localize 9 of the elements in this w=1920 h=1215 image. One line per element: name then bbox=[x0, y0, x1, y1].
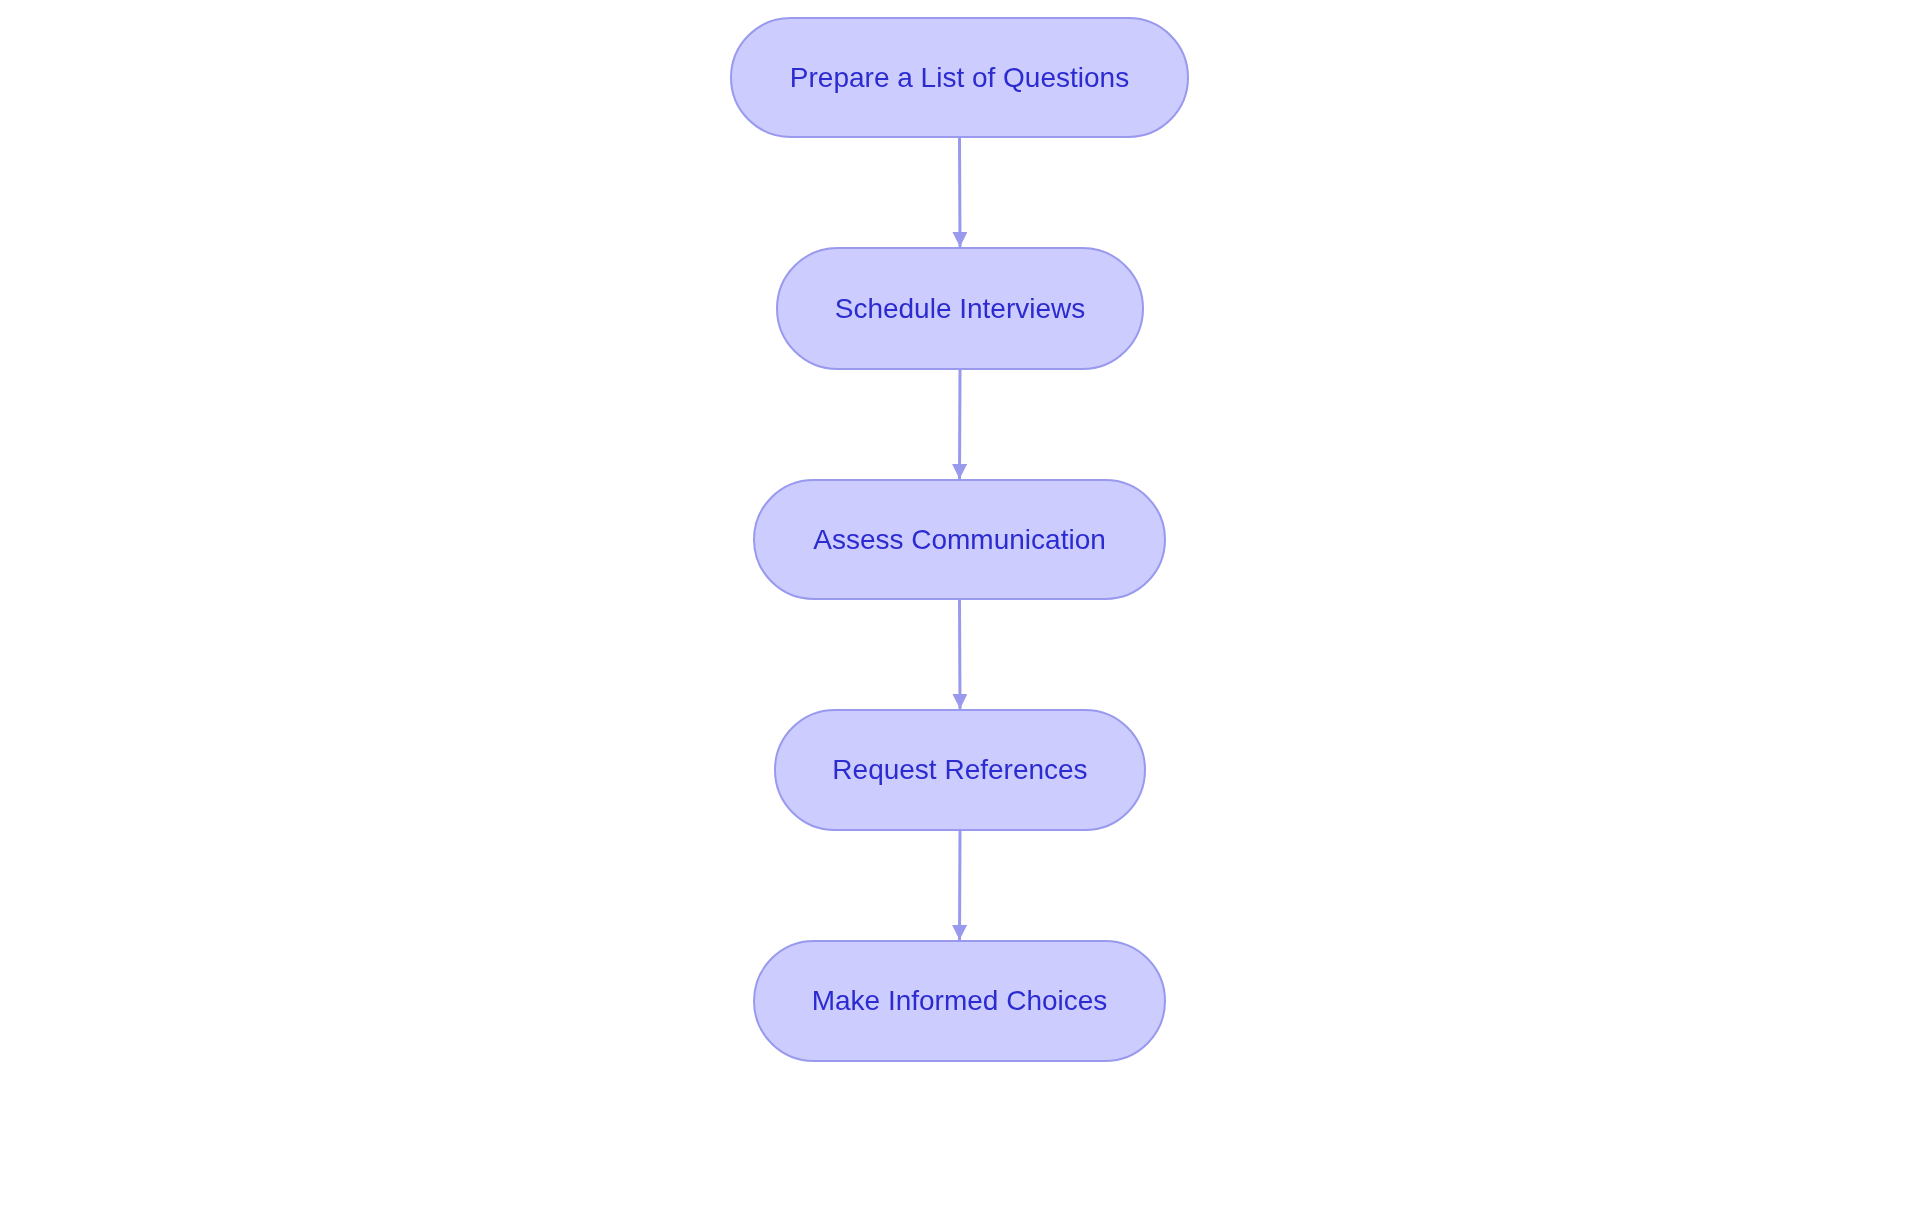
node-label: Schedule Interviews bbox=[834, 292, 1086, 325]
node-label: Request References bbox=[832, 754, 1088, 786]
arrow bbox=[952, 831, 968, 940]
node-label: Assess Communication bbox=[813, 523, 1106, 556]
arrow bbox=[952, 370, 968, 479]
node-label: Make Informed Choices bbox=[811, 985, 1108, 1017]
arrow bbox=[952, 600, 968, 709]
arrow bbox=[952, 138, 968, 247]
node-label: Prepare a List of Questions bbox=[789, 61, 1130, 94]
